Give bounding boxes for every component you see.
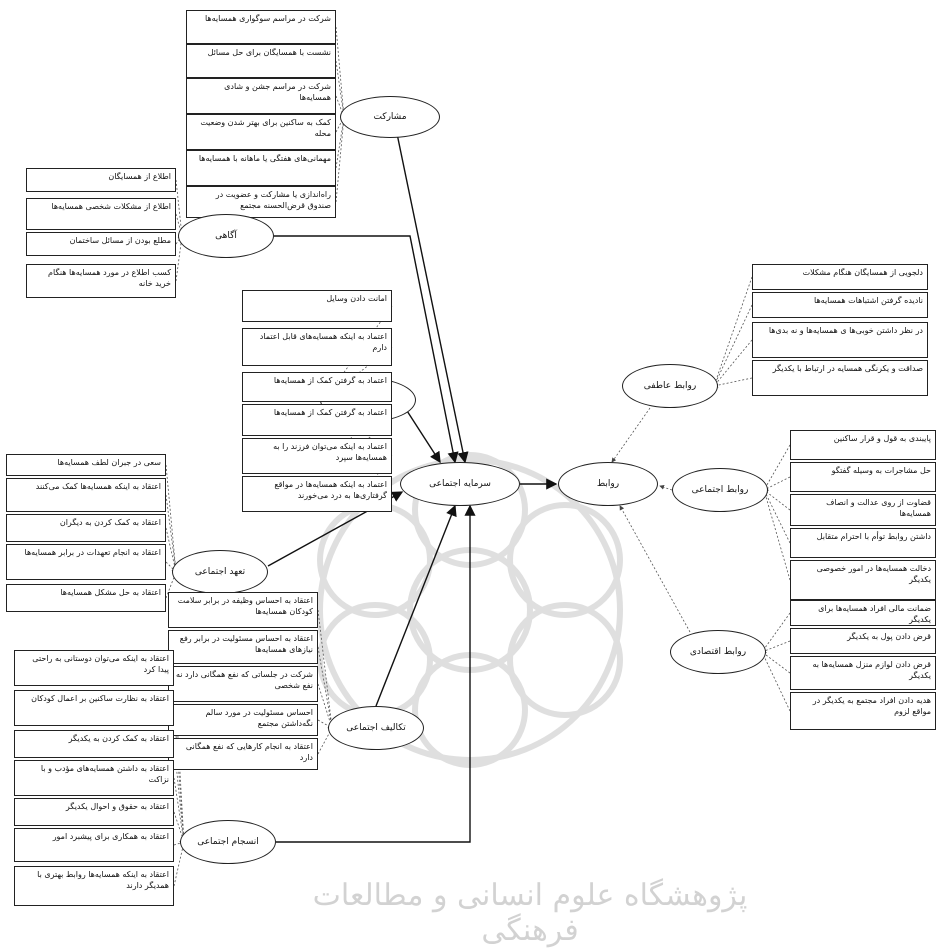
indicator-box: هدیه دادن افراد مجتمع به یکدیگر در مواقع… <box>790 692 936 730</box>
arrow-cohesion-to-central <box>276 504 476 843</box>
indicator-box: اعتقاد به همکاری برای پیشبرد امور <box>14 828 174 862</box>
indicator-box: در نظر داشتن خوبی‌ها ی همسایه‌ها و نه بد… <box>752 322 928 358</box>
indicator-box: اعتقاد به حقوق و احوال یکدیگر <box>14 798 174 826</box>
factor-node-label: انسجام اجتماعی <box>197 837 259 847</box>
indicator-box: کمک به ساکنین برای بهتر شدن وضعیت محله <box>186 114 336 150</box>
indicator-connector <box>761 612 791 653</box>
factor-node-commitment: تعهد اجتماعی <box>172 550 268 594</box>
factor-node-social: روابط اجتماعی <box>672 468 768 512</box>
factor-node-awareness: آگاهی <box>178 214 274 258</box>
factor-node-label: روابط اجتماعی <box>691 485 749 495</box>
factor-node-emotional: روابط عاطفی <box>622 364 718 408</box>
factor-node-label: روابط عاطفی <box>643 381 697 391</box>
indicator-box: داشتن روابط توأم با احترام متقابل <box>790 528 936 558</box>
indicator-connector <box>763 489 791 544</box>
indicator-connector <box>763 444 791 491</box>
central-node-label: سرمایه اجتماعی <box>429 479 491 489</box>
indicator-box: مهمانی‌های هفتگی یا ماهانه با همسایه‌ها <box>186 150 336 186</box>
indicator-connector <box>713 377 753 388</box>
indicator-box: شرکت در مراسم جشن و شادی همسایه‌ها <box>186 78 336 114</box>
indicator-connector <box>165 571 177 599</box>
indicator-connector <box>335 116 346 169</box>
indicator-box: اعتقاد به کمک کردن به یکدیگر <box>14 730 174 758</box>
indicator-box: شرکت در جلساتی که نفع همگانی دارد نه نفع… <box>168 666 318 702</box>
indicator-box: اعتماد به اینکه همسایه‌ها در مواقع گرفتا… <box>242 476 392 512</box>
indicator-box: سعی در جبران لطف همسایه‌ها <box>6 454 166 476</box>
factor-node-cohesion: انسجام اجتماعی <box>180 820 276 864</box>
indicator-connector <box>713 339 753 387</box>
indicator-box: قرض دادن لوازم منزل همسایه‌ها به یکدیگر <box>790 656 936 690</box>
indicator-box: اعتقاد به اینکه می‌توان دوستانی به راحتی… <box>14 650 174 686</box>
indicator-box: اعتماد به گرفتن کمک از همسایه‌ها <box>242 404 392 436</box>
indicator-connector <box>335 116 345 133</box>
indicator-box: قضاوت از روی عدالت و انصاف همسایه‌ها <box>790 494 936 526</box>
indicator-connector <box>763 489 791 511</box>
arrow-awareness-to-central <box>274 235 459 464</box>
indicator-connector <box>165 464 179 573</box>
indicator-box: اعتقاد به احساس وظیفه در برابر سلامت کود… <box>168 592 318 628</box>
factor-node-label: تکالیف اجتماعی <box>346 723 406 733</box>
indicator-connector <box>165 494 178 573</box>
indicator-connector <box>317 609 334 729</box>
arrow-economic-to-relations <box>619 505 691 633</box>
indicator-box: اعتقاد به احساس مسئولیت در برابر رفع نیا… <box>168 630 318 664</box>
factor-node-participation: مشارکت <box>340 96 440 138</box>
indicator-box: نادیده گرفتن اشتباهات همسایه‌ها <box>752 292 928 318</box>
indicator-box: اعتماد به گرفتن کمک از همسایه‌ها <box>242 372 392 402</box>
indicator-connector <box>173 811 186 843</box>
indicator-box: دخالت همسایه‌ها در امور خصوصی یکدیگر <box>790 560 936 600</box>
indicator-box: اطلاع از همسایگان <box>26 168 176 192</box>
indicator-connector <box>335 26 347 118</box>
indicator-connector <box>761 651 791 712</box>
relations-node: روابط <box>558 462 658 506</box>
factor-node-duty: تکالیف اجتماعی <box>328 706 424 750</box>
indicator-box: مطلع بودن از مسائل ساختمان <box>26 232 176 256</box>
factor-node-label: تعهد اجتماعی <box>194 567 246 577</box>
indicator-box: اعتماد به اینکه می‌توان فرزند را به همسا… <box>242 438 392 474</box>
factor-node-label: روابط اقتصادی <box>689 647 747 657</box>
indicator-box: اعتقاد به نظارت ساکنین بر اعمال کودکان <box>14 690 174 726</box>
indicator-box: راه‌اندازی یا مشارکت و عضویت در صندوق قر… <box>186 186 336 218</box>
indicator-box: صداقت و یکرنگی همسایه در ارتباط با یکدیگ… <box>752 360 928 396</box>
indicator-box: اعتقاد به انجام تعهدات در برابر همسایه‌ه… <box>6 544 166 580</box>
indicator-box: اطلاع از مشکلات شخصی همسایه‌ها <box>26 198 176 230</box>
indicator-box: اعتقاد به اینکه همسایه‌ها کمک می‌کنند <box>6 478 166 512</box>
relations-node-label: روابط <box>596 479 620 489</box>
indicator-connector <box>763 476 791 491</box>
indicator-box: اعتقاد به داشتن همسایه‌های مؤدب و با نزا… <box>14 760 174 796</box>
indicator-box: اعتقاد به حل مشکل همسایه‌ها <box>6 584 166 612</box>
indicator-connector <box>761 651 791 674</box>
arrow-duty-to-central <box>375 504 457 707</box>
indicator-box: حل مشاجرات به وسیله گفتگو <box>790 462 936 492</box>
arrow-participation-to-central <box>394 123 469 464</box>
indicator-box: پایبندی به قول و قرار ساکنین <box>790 430 936 460</box>
indicator-connector <box>335 60 346 118</box>
indicator-box: قرض دادن پول به یکدیگر <box>790 628 936 654</box>
indicator-connector <box>173 777 186 843</box>
indicator-box: امانت دادن وسایل <box>242 290 392 322</box>
indicator-connector <box>175 179 184 237</box>
arrow-social-to-relations <box>659 484 673 491</box>
watermark-text: پژوهشگاه علوم انسانی و مطالعات فرهنگی <box>312 878 748 948</box>
factor-node-label: آگاهی <box>215 231 237 241</box>
factor-node-economic: روابط اقتصادی <box>670 630 766 674</box>
indicator-connector <box>713 276 753 387</box>
indicator-connector <box>761 640 791 653</box>
indicator-box: احساس مسئولیت در مورد سالم نگه‌داشتن مجت… <box>168 704 318 736</box>
indicator-box: نشست با همسایگان برای حل مسائل <box>186 44 336 78</box>
indicator-box: دلجویی از همسایگان هنگام مشکلات <box>752 264 928 290</box>
indicator-box: کسب اطلاع در مورد همسایه‌ها هنگام خرید خ… <box>26 264 176 298</box>
factor-node-label: مشارکت <box>373 112 407 122</box>
indicator-box: شرکت در مراسم سوگواری همسایه‌ها <box>186 10 336 44</box>
arrow-emotional-to-relations <box>611 407 651 463</box>
indicator-box: اعتقاد به اینکه همسایه‌ها روابط بهتری با… <box>14 866 174 906</box>
indicator-box: اعتقاد به انجام کارهایی که نفع همگانی دا… <box>168 738 318 770</box>
central-node: سرمایه اجتماعی <box>400 462 520 506</box>
indicator-connector <box>713 304 753 387</box>
indicator-box: اعتقاد به کمک کردن به دیگران <box>6 514 166 542</box>
indicator-box: ضمانت مالی افراد همسایه‌ها برای یکدیگر <box>790 600 936 626</box>
indicator-connector <box>317 646 334 729</box>
indicator-box: اعتماد به اینکه همسایه‌های قابل اعتماد د… <box>242 328 392 366</box>
